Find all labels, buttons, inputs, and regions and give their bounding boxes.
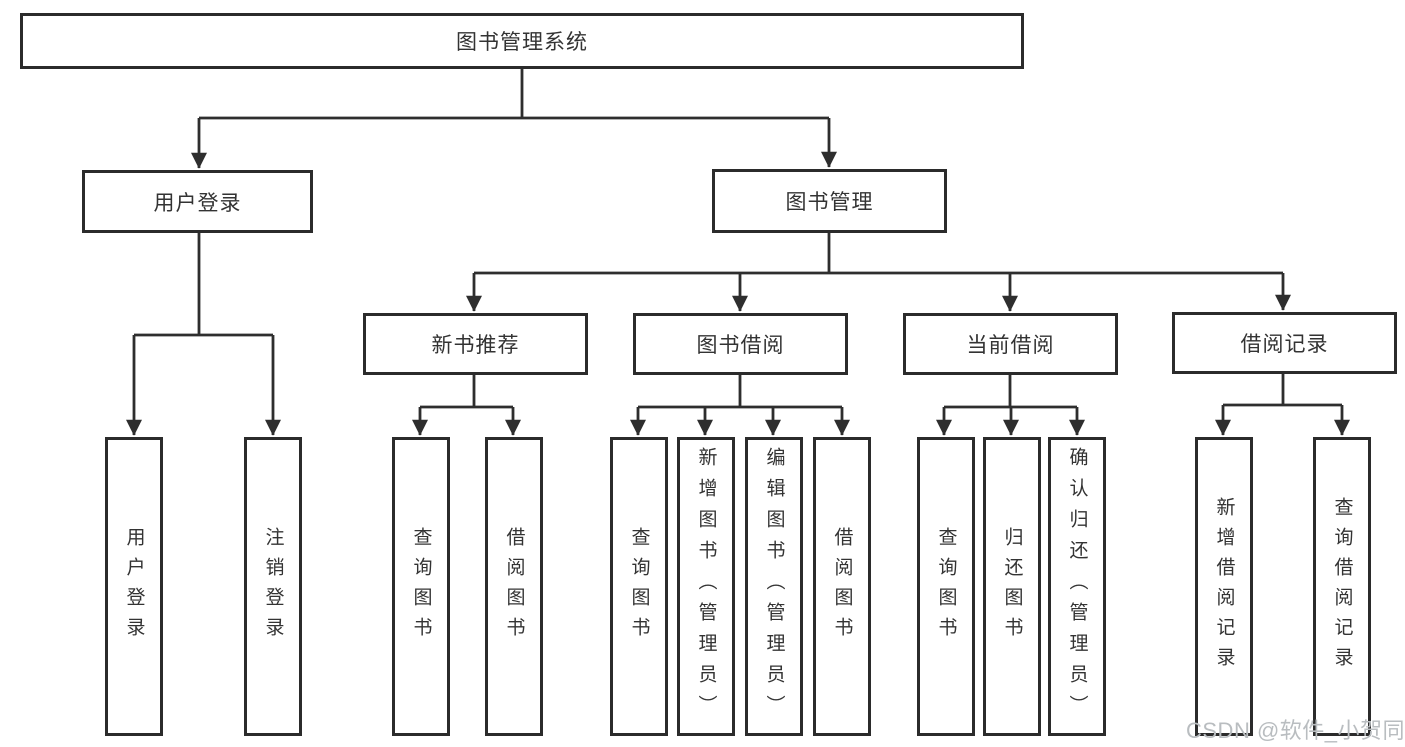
node-current-borrow: 当前借阅 xyxy=(903,313,1118,375)
node-br-add: 新增借阅记录 xyxy=(1195,437,1253,736)
node-nb-query: 查询图书 xyxy=(392,437,450,736)
node-cb-confirm: 确认归还（管理员） xyxy=(1048,437,1106,736)
trunk-book-borrow xyxy=(638,375,842,409)
node-ul-logout: 注销登录 xyxy=(244,437,302,736)
node-ul-login: 用户登录 xyxy=(105,437,163,736)
trunk-current-borrow xyxy=(944,375,1077,409)
trunk-root xyxy=(199,69,829,120)
node-new-book-rec: 新书推荐 xyxy=(363,313,588,375)
trunk-book-mgmt xyxy=(474,233,1283,275)
node-br-query: 查询借阅记录 xyxy=(1313,437,1371,736)
node-cb-return: 归还图书 xyxy=(983,437,1041,736)
node-bb-query: 查询图书 xyxy=(610,437,668,736)
node-bb-edit: 编辑图书（管理员） xyxy=(745,437,803,736)
node-book-mgmt: 图书管理 xyxy=(712,169,947,233)
node-nb-borrow: 借阅图书 xyxy=(485,437,543,736)
node-cb-query: 查询图书 xyxy=(917,437,975,736)
node-user-login: 用户登录 xyxy=(82,170,313,233)
node-root: 图书管理系统 xyxy=(20,13,1024,69)
node-book-borrow: 图书借阅 xyxy=(633,313,848,375)
watermark: CSDN @软件_小贺同学 xyxy=(1186,718,1405,743)
node-bb-borrow: 借阅图书 xyxy=(813,437,871,736)
trunk-new-book-rec xyxy=(420,375,513,409)
trunk-borrow-record xyxy=(1223,374,1342,407)
node-bb-add: 新增图书（管理员） xyxy=(677,437,735,736)
trunk-user-login xyxy=(134,233,273,337)
node-borrow-record: 借阅记录 xyxy=(1172,312,1397,374)
